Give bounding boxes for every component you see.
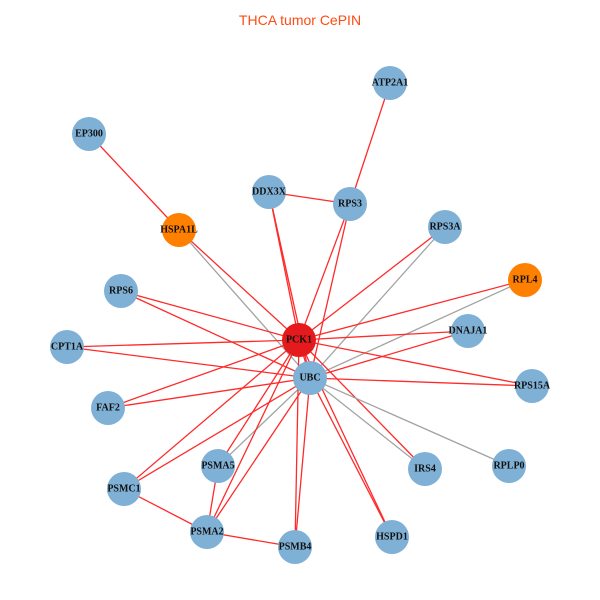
node-label: HSPD1 [376, 532, 408, 543]
edge-rps3-ubc [309, 203, 351, 379]
node-rplp0: RPLP0 [492, 449, 526, 483]
edge-irs4-ubc [309, 377, 426, 470]
edge-hspd1-ubc [309, 377, 393, 538]
node-label: EP300 [75, 129, 103, 140]
node-label: RPS15A [514, 381, 551, 392]
figure-title: THCA tumor CePIN [238, 12, 362, 28]
edge-cpt1a-pck1 [66, 339, 300, 348]
node-ep300: EP300 [72, 117, 106, 151]
node-psmb4: PSMB4 [278, 530, 312, 564]
node-rps3: RPS3 [333, 187, 367, 221]
node-rpl4: RPL4 [508, 263, 542, 297]
node-label: RPS6 [109, 286, 133, 297]
node-circle [190, 515, 224, 549]
node-label: PSMA5 [201, 461, 234, 472]
edge-rps15a-pck1 [298, 339, 533, 387]
edge-psmc1-pck1 [123, 339, 300, 490]
node-label: HSPA1L [160, 225, 198, 236]
node-label: RPS3A [429, 222, 461, 233]
edge-faf2-pck1 [107, 339, 300, 409]
node-label: DDX3X [252, 187, 287, 198]
node-circle [50, 330, 84, 364]
edge-hspa1l-pck1 [178, 229, 300, 341]
edge-psma2-ubc [206, 377, 311, 533]
node-circle [408, 452, 442, 486]
node-label: ATP2A1 [372, 78, 408, 89]
node-circle [282, 323, 316, 357]
node-label: RPS3 [338, 199, 362, 210]
edge-dnaja1-ubc [309, 330, 469, 379]
node-atp2a1: ATP2A1 [372, 66, 408, 100]
node-circle [91, 391, 125, 425]
edge-irs4-pck1 [298, 339, 426, 470]
edge-rps6-pck1 [120, 290, 300, 341]
edge-rps6-ubc [120, 290, 311, 379]
node-circle [508, 263, 542, 297]
node-circle [293, 361, 327, 395]
node-circle [451, 314, 485, 348]
node-circle [515, 369, 549, 403]
node-label: IRS4 [414, 464, 436, 475]
node-rps3a: RPS3A [428, 210, 462, 244]
node-ubc: UBC [293, 361, 327, 395]
node-psma5: PSMA5 [201, 449, 235, 483]
node-psmc1: PSMC1 [107, 472, 141, 506]
node-psma2: PSMA2 [190, 515, 224, 549]
node-rps6: RPS6 [104, 274, 138, 308]
edge-cpt1a-ubc [66, 346, 311, 379]
node-label: PCK1 [286, 335, 312, 346]
edge-psma2-pck1 [206, 339, 300, 533]
edge-rps3a-ubc [309, 226, 446, 379]
edge-psma5-pck1 [217, 339, 300, 467]
node-circle [373, 66, 407, 100]
edge-psmc1-ubc [123, 377, 311, 490]
edge-ep300-hspa1l [88, 133, 180, 231]
node-pck1: PCK1 [282, 323, 316, 357]
node-hspd1: HSPD1 [375, 520, 409, 554]
edge-rpl4-pck1 [298, 279, 526, 341]
edge-atp2a1-rps3 [349, 82, 391, 205]
node-rps15a: RPS15A [514, 369, 551, 403]
edge-psma5-ubc [217, 377, 311, 467]
node-label: UBC [299, 373, 320, 384]
node-label: RPLP0 [493, 461, 524, 472]
node-label: FAF2 [96, 403, 120, 414]
node-cpt1a: CPT1A [50, 330, 84, 364]
edge-rps3-pck1 [298, 203, 351, 341]
edge-rps3a-pck1 [298, 226, 446, 341]
node-circle [428, 210, 462, 244]
edge-rpl4-ubc [309, 279, 526, 379]
node-circle [375, 520, 409, 554]
node-label: PSMA2 [190, 527, 223, 538]
node-circle [252, 175, 286, 209]
node-circle [201, 449, 235, 483]
node-hspa1l: HSPA1L [160, 213, 198, 247]
node-label: PSMC1 [107, 484, 140, 495]
node-irs4: IRS4 [408, 452, 442, 486]
node-label: CPT1A [51, 342, 84, 353]
node-circle [104, 274, 138, 308]
edge-hspa1l-ubc [178, 229, 311, 379]
node-label: RPL4 [513, 275, 538, 286]
node-circle [278, 530, 312, 564]
node-ddx3x: DDX3X [252, 175, 287, 209]
node-label: PSMB4 [279, 542, 312, 553]
node-circle [492, 449, 526, 483]
node-circle [107, 472, 141, 506]
edge-rplp0-ubc [309, 377, 510, 467]
edge-psmb4-ubc [294, 377, 311, 548]
node-label: DNAJA1 [449, 326, 488, 337]
node-dnaja1: DNAJA1 [449, 314, 488, 348]
edge-rps15a-ubc [309, 377, 533, 387]
edge-dnaja1-pck1 [298, 330, 469, 341]
node-faf2: FAF2 [91, 391, 125, 425]
node-circle [333, 187, 367, 221]
node-circle [162, 213, 196, 247]
edge-faf2-ubc [107, 377, 311, 409]
node-circle [72, 117, 106, 151]
